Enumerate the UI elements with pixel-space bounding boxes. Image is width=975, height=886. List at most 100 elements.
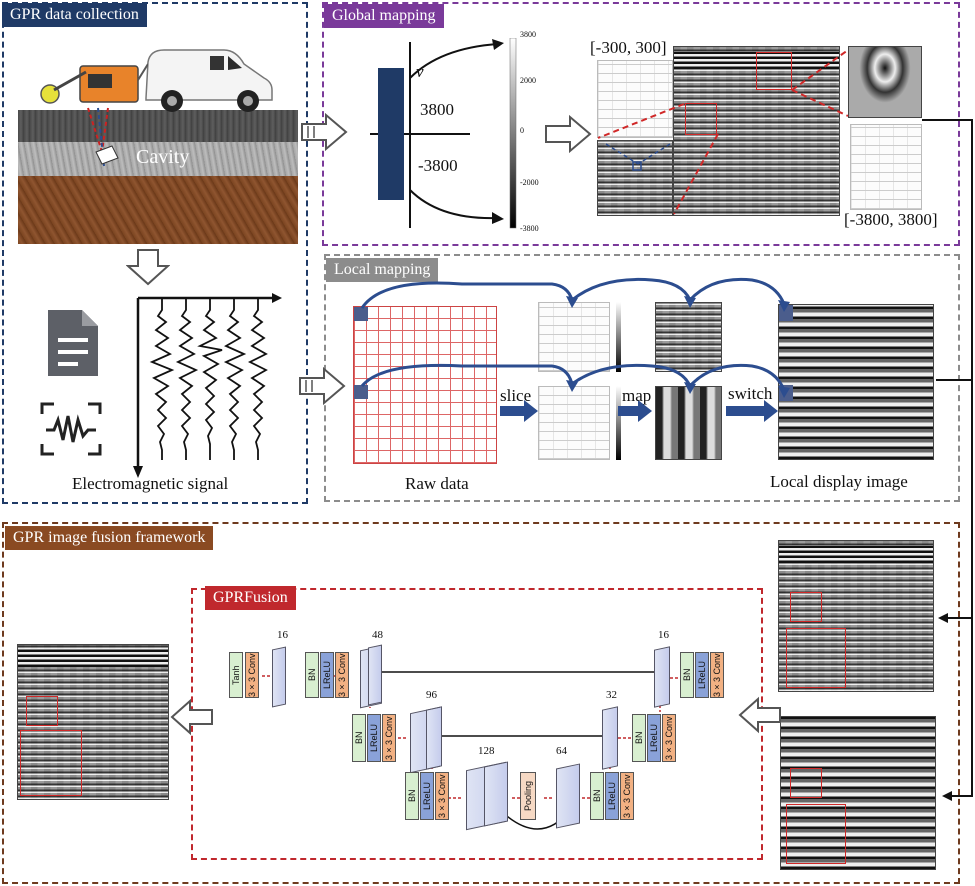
channel-128: 128 [478,745,495,757]
lrelu-layer-6: LReLU [695,652,709,698]
channel-16-left: 16 [277,629,288,641]
collection-panel [2,2,308,504]
lrelu-layer-4: LReLU [605,772,619,820]
feature-96-b [426,706,442,770]
colorbar-tick-1: 2000 [520,76,536,85]
mapped-image-1 [655,302,722,372]
van-icon [145,49,273,112]
signal-label: Electromagnetic signal [72,474,229,493]
range-small-label: [-300, 300] [590,38,667,57]
input-image-local [780,716,936,870]
bn-layer-2: BN [352,714,366,762]
channel-64: 64 [556,745,567,757]
local-flow-arrows [360,277,790,422]
map-label: map [622,386,652,405]
lrelu-layer-5: LReLU [647,714,661,762]
signal-wave-icon [40,402,102,456]
tanh-layer: Tanh [229,652,243,698]
colorbar-tick-0: 3800 [520,30,536,39]
bn-layer-1: BN [305,652,319,698]
arrow-to-global-icon [301,112,348,152]
arrow-global-right-icon [545,114,592,154]
local-display-label: Local display image [770,472,908,491]
document-icon [48,310,98,376]
feature-32 [602,706,618,770]
global-red-box-1 [685,103,717,135]
input-local-red-box [790,768,822,798]
input-global-red-box [790,592,822,622]
conv-layer-4: 3×3 Conv [620,772,634,820]
global-red-box-2 [756,52,792,90]
global-zoom-image [848,46,922,118]
bn-layer-6: BN [680,652,694,698]
colorbar-mini-1 [616,302,621,372]
axis-v-label: v [416,62,424,81]
feature-48-b [368,644,382,706]
raw-data-grid [353,306,497,464]
local-display-image [778,304,934,460]
raw-data-label: Raw data [405,474,469,493]
right-connector-lines [922,119,973,801]
colorbar-tick-4: -3800 [520,224,539,233]
ground-scene [18,110,298,244]
slice-table-2 [538,386,610,460]
feature-16-right [654,646,670,708]
conv-layer-1: 3×3 Conv [335,652,349,698]
gprfusion-title: GPRFusion [205,586,296,610]
fusion-panel [2,522,960,884]
bn-layer-5: BN [632,714,646,762]
radar-wave-icon [87,107,119,167]
colorbar-mini-2 [616,386,621,460]
conv-layer-out: 3×3 Conv [245,652,259,698]
collection-title: GPR data collection [2,3,147,27]
colorbar-tick-3: -2000 [520,178,539,187]
lrelu-layer-3: LReLU [420,772,434,820]
feature-64 [556,763,580,829]
conv-layer-3: 3×3 Conv [435,772,449,820]
raw-cell-1 [354,307,368,321]
fusion-title: GPR image fusion framework [5,526,214,550]
local-title: Local mapping [326,258,439,282]
down-arrow-icon [126,249,170,286]
global-value-table [597,60,673,138]
upper-value-label: 3800 [420,100,454,119]
lrelu-layer-1: LReLU [320,652,334,698]
gpr-device-icon [40,63,148,104]
output-red-zoom [20,730,82,796]
arrow-into-network-icon [738,696,781,734]
global-title: Global mapping [324,4,444,28]
channel-32: 32 [606,689,617,701]
colorbar-tick-2: 0 [520,126,524,135]
feature-128-b [484,761,508,827]
conv-layer-5: 3×3 Conv [662,714,676,762]
channel-16-right: 16 [658,629,669,641]
conv-layer-6: 3×3 Conv [710,652,724,698]
input-image-global [778,540,934,692]
bn-layer-3: BN [405,772,419,820]
channel-48: 48 [372,629,383,641]
global-mapping-plot [370,38,517,229]
output-red-box [26,696,58,726]
input-local-red-zoom [786,804,846,864]
feature-16-left [272,646,286,708]
global-zoom-crop [597,140,673,216]
cavity-label: Cavity [136,146,190,168]
switch-label: switch [728,384,773,403]
range-large-label: [-3800, 3800] [844,210,938,229]
arrow-out-network-icon [170,698,213,736]
input-global-red-zoom [786,628,846,688]
raw-cell-2 [354,385,368,399]
bn-layer-4: BN [590,772,604,820]
global-connector-lines [597,49,849,215]
conv-layer-2: 3×3 Conv [382,714,396,762]
slice-label: slice [500,386,532,405]
lower-value-label: -3800 [418,156,458,175]
lrelu-layer-2: LReLU [367,714,381,762]
signal-traces [133,293,282,478]
fused-output-image [17,644,169,800]
global-zoom-table [850,124,922,210]
channel-96: 96 [426,689,437,701]
arrow-to-local-icon [299,366,346,406]
slice-table-1 [538,302,610,372]
